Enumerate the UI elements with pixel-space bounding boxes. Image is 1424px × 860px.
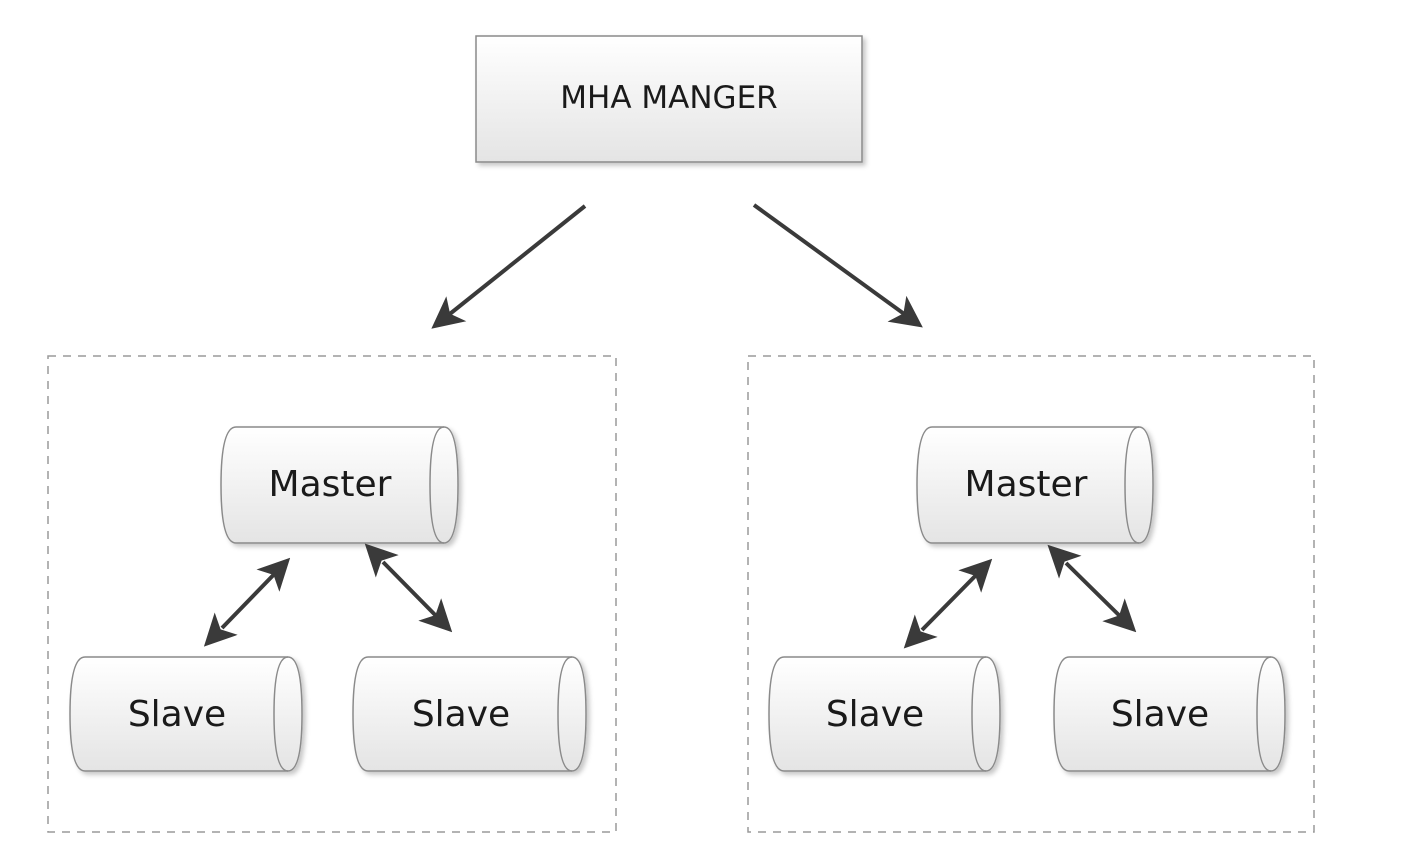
replication-group-right: Master Slave Slave [747, 355, 1315, 833]
slave-node-left-1 [69, 656, 303, 772]
master-label-right: Master [965, 464, 1088, 505]
mha-manager-label: MHA MANGER [560, 80, 777, 116]
slave-label-right-2: Slave [1111, 694, 1209, 735]
mha-manager-node: MHA MANGER [475, 35, 863, 163]
slave-node-left-2 [352, 656, 587, 772]
slave-node-right-2 [1053, 656, 1286, 772]
group-right-dashed-border [747, 355, 1315, 833]
slave-label-left-1: Slave [128, 694, 226, 735]
master-node-left [220, 426, 459, 544]
master-label-left: Master [269, 464, 392, 505]
master-slave-link-right-1 [903, 558, 993, 649]
group-left-dashed-border [47, 355, 617, 833]
master-node-right [916, 426, 1154, 544]
master-slave-link-right-2 [1047, 544, 1137, 633]
slave-node-right-1 [768, 656, 1001, 772]
manager-to-group-right-arrow [752, 203, 923, 328]
replication-group-left: Master Slave Slave [47, 355, 617, 833]
master-slave-link-left-1 [203, 557, 291, 647]
manager-to-group-left-arrow [431, 204, 587, 329]
slave-label-left-2: Slave [412, 694, 510, 735]
slave-label-right-1: Slave [826, 694, 924, 735]
master-slave-link-left-2 [364, 543, 453, 633]
